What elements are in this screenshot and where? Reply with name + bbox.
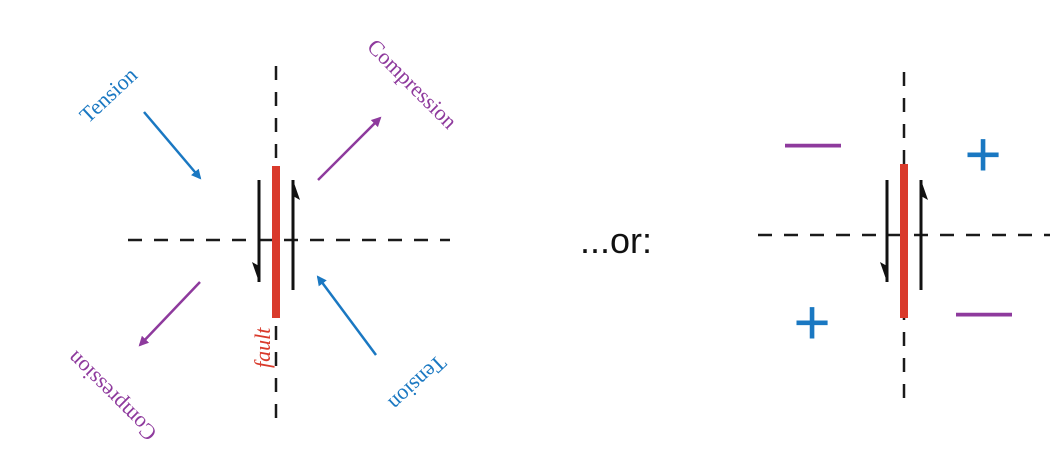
tension-label-upper: Tension xyxy=(74,62,142,128)
compression-arrow-upper xyxy=(317,116,382,181)
left-slip-arrow-down xyxy=(252,180,261,282)
right-slip-arrow-up xyxy=(919,180,928,290)
quadrant-lower-right-sign: — xyxy=(956,278,1012,341)
compression-arrow-lower xyxy=(138,281,201,347)
compression-label-upper: Compression xyxy=(362,34,462,134)
right-diagram: — + + — xyxy=(758,72,1050,410)
quadrant-upper-right-sign: + xyxy=(964,118,1001,190)
tension-arrow-upper xyxy=(143,111,202,180)
quadrant-upper-left-sign: — xyxy=(785,109,841,172)
right-slip-arrow-down xyxy=(880,180,889,282)
compression-label-lower: Compression xyxy=(62,346,162,446)
left-slip-arrow-up xyxy=(291,180,300,290)
quadrant-lower-left-sign: + xyxy=(793,286,830,358)
fault-label: fault xyxy=(250,327,275,368)
left-diagram: Tension Compression Compression Tension … xyxy=(62,34,463,446)
separator-text: ...or: xyxy=(580,220,652,261)
tension-arrow-lower xyxy=(316,275,378,356)
tension-label-lower: Tension xyxy=(384,350,452,416)
